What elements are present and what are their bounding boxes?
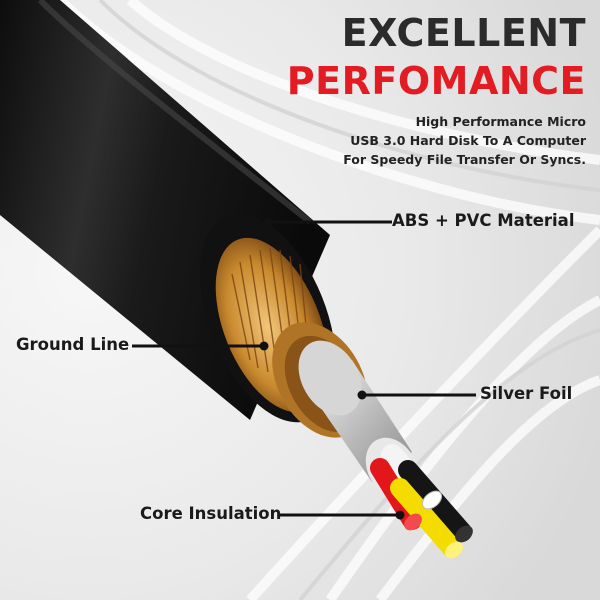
callout-dots	[259, 217, 405, 520]
heading-line-2: PERFOMANCE	[286, 59, 586, 103]
subtitle-line-2: USB 3.0 Hard Disk To A Computer	[350, 133, 586, 148]
subtitle-line-1: High Performance Micro	[415, 114, 586, 129]
wire-yellow	[390, 478, 462, 558]
subtitle-line-3: For Speedy File Transfer Or Syncs.	[343, 152, 586, 167]
label-ground-line: Ground Line	[16, 335, 130, 354]
background-swooshes	[56, 0, 600, 600]
subtitle: High Performance Micro USB 3.0 Hard Disk…	[343, 112, 586, 169]
label-silver-foil: Silver Foil	[480, 384, 573, 403]
core-wires	[370, 444, 473, 559]
label-core-insulation: Core Insulation	[140, 504, 282, 523]
heading-line-1: EXCELLENT	[341, 11, 586, 55]
callout-lines	[132, 220, 476, 517]
background-swooshes-dark	[98, 0, 600, 600]
label-abs-pvc: ABS + PVC Material	[392, 211, 575, 230]
